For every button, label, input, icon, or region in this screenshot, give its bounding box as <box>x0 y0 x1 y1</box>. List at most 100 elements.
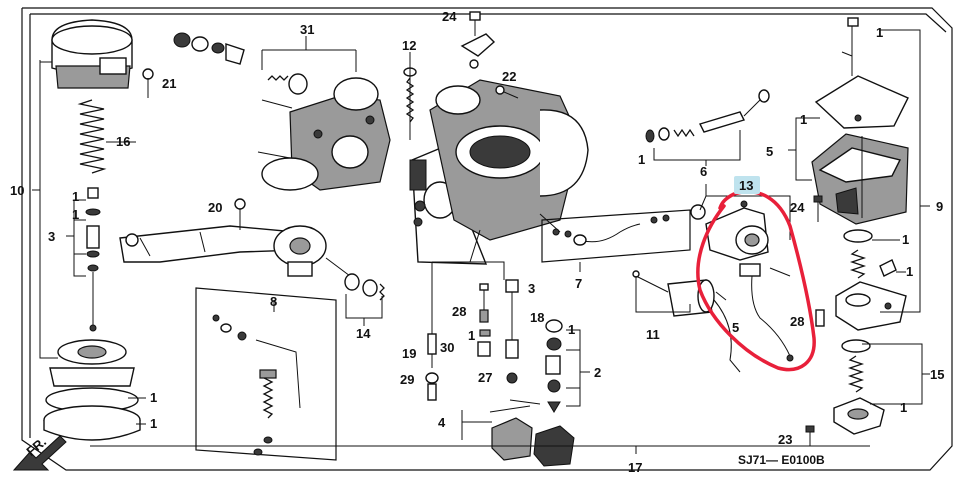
jet-19 <box>425 320 439 401</box>
callout-28b: 28 <box>790 314 804 329</box>
bracket-6 <box>653 130 741 166</box>
callout-5b: 5 <box>732 320 739 335</box>
outer-frame <box>21 7 953 471</box>
clip-1-right <box>879 259 897 277</box>
callout-7: 7 <box>575 276 582 291</box>
callout-28a: 28 <box>452 304 466 319</box>
callout-16: 16 <box>116 134 130 149</box>
fitting-14 <box>344 273 385 301</box>
callout-29: 29 <box>400 372 414 387</box>
screw-21 <box>142 68 154 98</box>
callout-20: 20 <box>208 200 222 215</box>
callout-1e: 1 <box>468 328 475 343</box>
callout-4: 4 <box>438 415 446 430</box>
float-chamber-cover <box>814 17 909 129</box>
bracket-14 <box>345 294 383 326</box>
bracket-17 <box>90 445 870 454</box>
callout-1b: 1 <box>72 207 79 222</box>
jet-assembly-6 <box>645 89 770 143</box>
bracket-9 <box>880 29 930 313</box>
air-valve-cover <box>40 19 133 89</box>
carburetor-body <box>409 79 589 265</box>
solenoid-valve-11 <box>632 270 741 373</box>
small-parts-30 <box>477 329 491 357</box>
callout-2: 2 <box>594 365 601 380</box>
link-rod-8 <box>212 314 301 456</box>
bracket-31 <box>261 36 357 72</box>
callout-14: 14 <box>356 326 371 341</box>
callout-1d: 1 <box>150 416 157 431</box>
callout-5a: 5 <box>766 144 773 159</box>
callout-24b: 24 <box>790 200 805 215</box>
fitting-3 <box>505 279 519 308</box>
part-13-valve <box>690 200 794 362</box>
callout-1j: 1 <box>902 232 909 247</box>
box-8 <box>195 287 337 461</box>
callout-18: 18 <box>530 310 544 325</box>
callout-21: 21 <box>162 76 176 91</box>
callout-13: 13 <box>739 178 753 193</box>
bracket-3 <box>66 199 86 277</box>
needle-assembly-3 <box>85 187 101 332</box>
callout-23: 23 <box>778 432 792 447</box>
lever-top <box>460 33 496 57</box>
callout-22: 22 <box>502 69 516 84</box>
bracket-11 <box>635 276 691 313</box>
clip-top <box>469 59 479 69</box>
callout-1f: 1 <box>568 322 575 337</box>
choke-housing-31 <box>257 73 391 191</box>
callout-30: 30 <box>440 340 454 355</box>
callout-6: 6 <box>700 164 707 179</box>
screw-24-top <box>469 11 481 36</box>
callout-1l: 1 <box>900 400 907 415</box>
box-7 <box>541 209 691 263</box>
callout-1a: 1 <box>72 189 79 204</box>
bracket-13 <box>699 184 791 240</box>
small-parts-2 <box>545 319 563 413</box>
callout-12: 12 <box>402 38 416 53</box>
rod-18 <box>505 308 519 359</box>
bracket-10 <box>32 60 58 359</box>
diaphragm-assembly <box>43 339 141 441</box>
bracket-15 <box>862 343 930 405</box>
callout-11: 11 <box>646 327 660 342</box>
callout-1k: 1 <box>906 264 913 279</box>
callout-1h: 1 <box>876 25 883 40</box>
bracket-4 <box>461 410 492 440</box>
callout-1g: 1 <box>638 152 645 167</box>
screw-12 <box>403 60 417 140</box>
base-plate <box>835 281 907 331</box>
float-needle <box>843 229 873 279</box>
callout-31: 31 <box>300 22 314 37</box>
callout-8: 8 <box>270 294 277 309</box>
callout-24a: 24 <box>442 9 457 24</box>
outer-frame-inner <box>29 13 947 438</box>
screw-28 <box>479 283 489 323</box>
callout-17: 17 <box>628 460 642 475</box>
bracket-5 <box>788 117 820 181</box>
screw-22 <box>495 85 519 99</box>
callout-3b: 3 <box>528 281 535 296</box>
diagram-code: SJ71— E0100B <box>738 453 825 467</box>
accelerator-pump-15 <box>833 339 885 435</box>
dashpot <box>273 225 351 277</box>
gasket-set-4 <box>489 399 575 467</box>
callout-10: 10 <box>10 183 24 198</box>
bracket-19-29 <box>431 261 505 320</box>
callout-1c: 1 <box>150 390 157 405</box>
float-bowl <box>811 133 909 225</box>
callout-13-box <box>734 176 760 194</box>
callout-1i: 1 <box>800 112 807 127</box>
callout-3a: 3 <box>48 229 55 244</box>
bracket-2 <box>566 329 590 407</box>
screw-24-right <box>813 195 823 222</box>
link-rod-7 <box>552 214 670 246</box>
small-parts-top <box>173 32 245 65</box>
spring-16 <box>77 99 107 174</box>
callout-19: 19 <box>402 346 416 361</box>
screw-20 <box>234 198 246 230</box>
plug-27 <box>506 372 518 384</box>
screw-23 <box>805 425 815 446</box>
callout-9: 9 <box>936 199 943 214</box>
